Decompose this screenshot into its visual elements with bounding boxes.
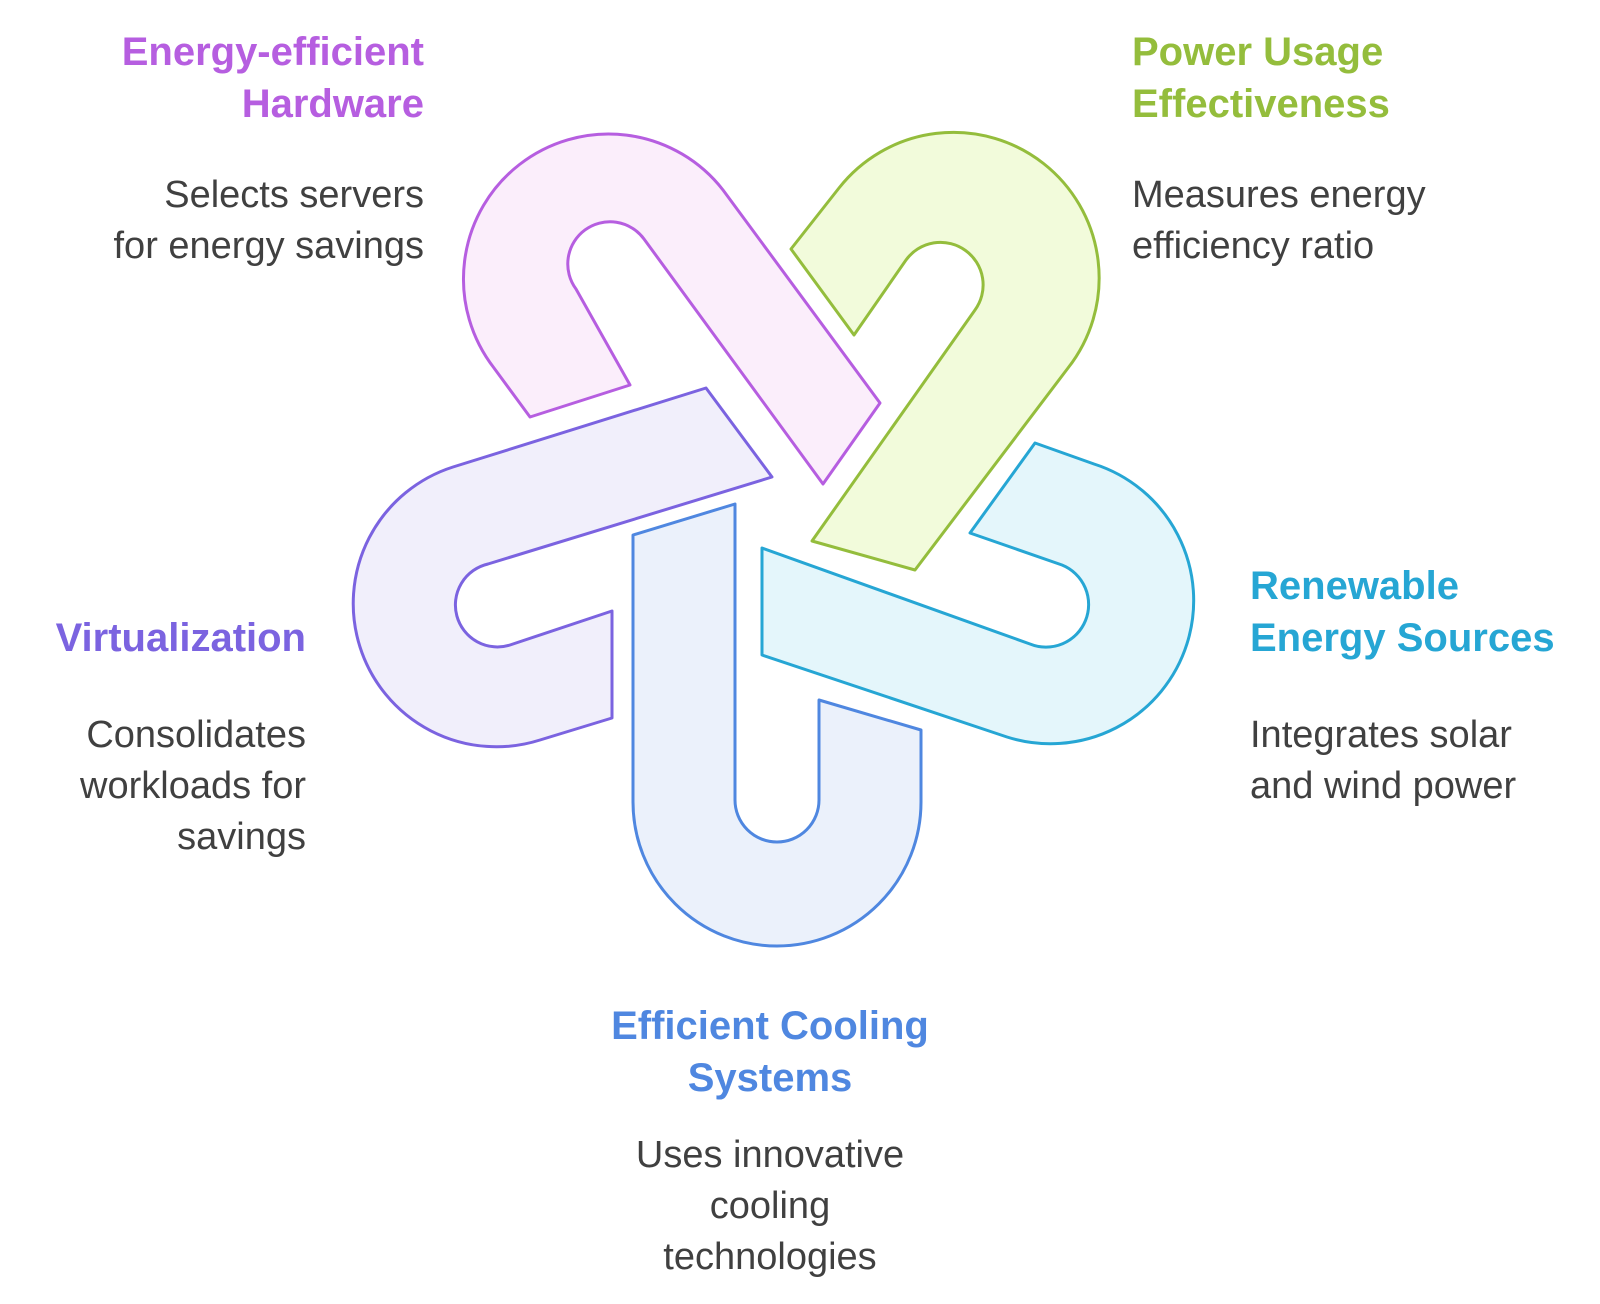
pue-hook-shape [789, 130, 1101, 572]
virtualization-title: Virtualization [55, 616, 306, 660]
cooling-title: Efficient Cooling Systems [611, 1004, 929, 1100]
pue-description: Measures energy efficiency ratio [1132, 174, 1426, 267]
hardware-description: Selects servers for energy savings [113, 174, 425, 267]
cooling-description: Uses innovative cooling technologies [635, 1134, 905, 1278]
virtualization-description: Consolidates workloads for savings [80, 714, 306, 858]
renewable-title: Renewable Energy Sources [1250, 564, 1555, 660]
cooling-hook-shape [631, 502, 923, 948]
renewable-block: Renewable Energy Sources Integrates sola… [1250, 560, 1590, 812]
virtualization-block: Virtualization Consolidates workloads fo… [20, 612, 306, 863]
hardware-title: Energy-efficient Hardware [121, 30, 424, 126]
hardware-block: Energy-efficient Hardware Selects server… [40, 26, 425, 272]
virtualization-hook-shape [351, 386, 774, 749]
renewable-hook-shape [760, 441, 1196, 746]
hardware-hook-shape [462, 132, 882, 486]
pue-title: Power Usage Effectiveness [1132, 30, 1390, 126]
cooling-block: Efficient Cooling Systems Uses innovativ… [570, 1000, 970, 1283]
renewable-description: Integrates solar and wind power [1250, 714, 1517, 807]
pue-block: Power Usage Effectiveness Measures energ… [1132, 26, 1572, 272]
